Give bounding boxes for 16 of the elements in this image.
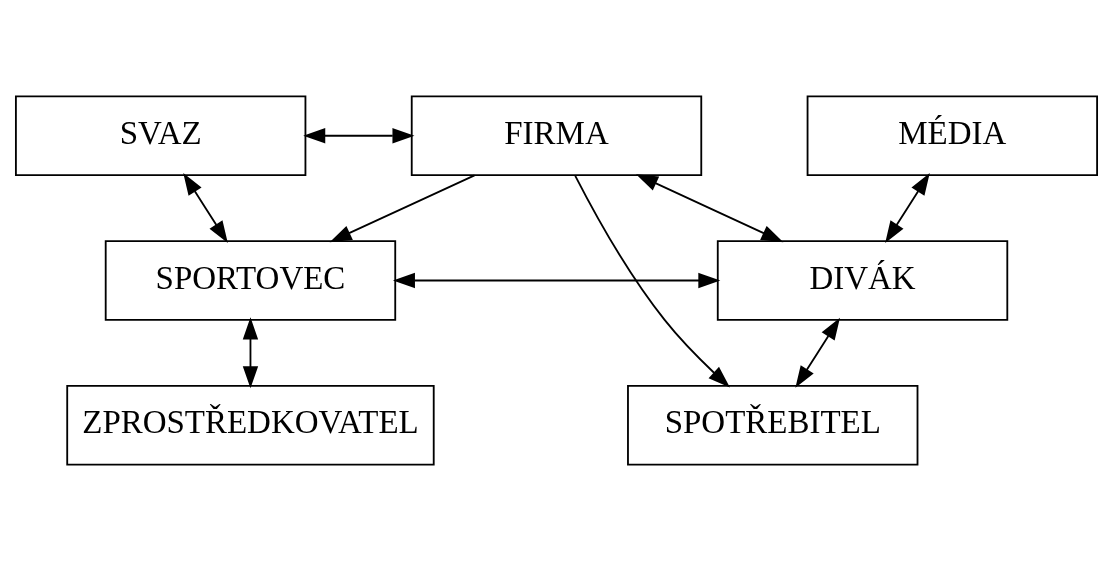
node-box: DIVÁK: [716, 240, 1009, 321]
node-box: ZPROSTŘEDKOVATEL: [66, 384, 435, 466]
node-box: MÉDIA: [806, 95, 1098, 177]
arrow: [636, 174, 784, 243]
arrow: [392, 272, 721, 289]
arrow: [795, 317, 840, 388]
arrow: [885, 173, 930, 244]
node-box: FIRMA: [410, 95, 703, 177]
arrow: [303, 128, 415, 144]
node-box: SVAZ: [15, 95, 307, 177]
arrow: [242, 317, 259, 389]
node-box: SPORTOVEC: [104, 240, 397, 321]
arrow: [574, 174, 730, 388]
arrow: [183, 173, 228, 244]
node-box: SPOTŘEBITEL: [627, 384, 919, 466]
arrow: [329, 174, 476, 243]
